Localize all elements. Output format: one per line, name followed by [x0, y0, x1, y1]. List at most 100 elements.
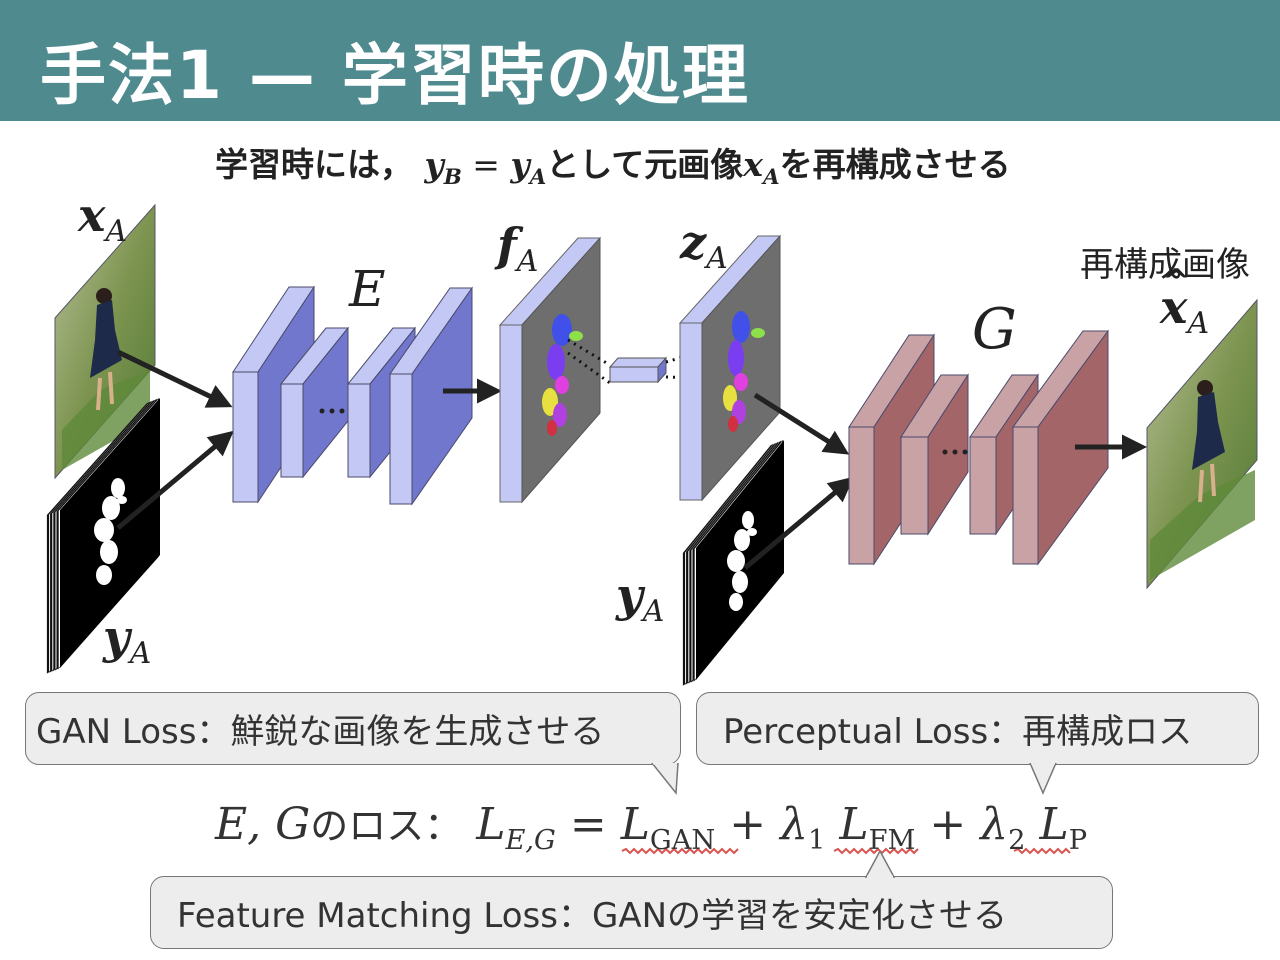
callout-gan-tail	[651, 763, 679, 795]
generator-layer-4	[1012, 329, 1109, 566]
formula-lhs-text: のロス：	[310, 804, 463, 848]
arrow-zA-to-generator	[753, 392, 850, 455]
formula-fm-sub: FM	[868, 825, 916, 857]
mask-silhouette-right	[727, 511, 757, 611]
eq-y2: y	[510, 145, 530, 184]
x-var: x	[743, 145, 763, 184]
output-photo-xA-hat	[1146, 298, 1258, 590]
label-xA-main: x	[78, 188, 106, 242]
label-recon-xA: ^xA	[1160, 262, 1209, 341]
arrow-yA-to-encoder	[116, 430, 234, 530]
generator-dot-2	[952, 449, 958, 455]
dotted-connector-2	[567, 351, 611, 385]
subtitle-prefix: 学習時には，	[215, 145, 413, 184]
generator-layer-3-front	[969, 436, 997, 535]
eq-sub-b: B	[443, 164, 462, 190]
formula-lambda-2: λ	[980, 799, 1009, 850]
feature-blobs-zA	[723, 311, 765, 432]
label-encoder-E: E	[349, 260, 386, 318]
callout-perceptual-text: Perceptual Loss：再構成ロス	[723, 712, 1193, 752]
output-person-figure	[1192, 380, 1225, 503]
label-fA-sub: A	[516, 244, 539, 280]
generator-layer-4-front	[1012, 426, 1039, 565]
mask-silhouette	[94, 478, 127, 585]
generator-G	[848, 329, 1109, 566]
arrow-xA-to-encoder	[116, 349, 233, 408]
underline-gan	[621, 847, 739, 855]
callout-gan-loss: GAN Loss：鮮鋭な画像を生成させる	[25, 692, 681, 765]
callout-fm-loss: Feature Matching Loss：GANの学習を安定化させる	[150, 876, 1113, 949]
encoder-E	[232, 285, 473, 506]
formula-lambda-1: λ	[780, 799, 808, 850]
label-zA: zA	[680, 215, 728, 276]
latent-vector	[608, 356, 668, 384]
feature-map-fA	[498, 236, 602, 504]
label-yA-left-main: y	[103, 610, 130, 664]
feature-map-zA	[678, 234, 782, 502]
label-yA-left-sub: A	[129, 636, 152, 672]
callout-fm-text: Feature Matching Loss：GANの学習を安定化させる	[177, 896, 1008, 936]
subtitle-equation: yB = yA	[424, 145, 547, 190]
formula-lambda-2-sub: 2	[1008, 825, 1026, 857]
eq-y: y	[424, 145, 444, 184]
slide-title: 手法1 — 学習時の処理	[40, 37, 750, 114]
dotted-connector-1	[567, 338, 611, 367]
formula-fm-L: L	[839, 799, 869, 850]
generator-layer-2	[900, 373, 969, 536]
label-yA-right-sub: A	[642, 594, 665, 630]
label-zA-main: z	[680, 215, 707, 269]
formula-p-sub: P	[1068, 825, 1088, 857]
generator-dot-1	[942, 449, 948, 455]
formula-plus-2: +	[915, 799, 981, 850]
encoder-layer-1-front	[232, 371, 259, 503]
arrow-yA-to-generator	[743, 476, 854, 570]
input-photo-xA	[54, 203, 156, 480]
x-sub-a: A	[762, 164, 780, 190]
title-bar: 手法1 — 学習時の処理	[0, 0, 1280, 121]
input-mask-stack-yA	[46, 397, 160, 674]
formula-lhs: E, G	[215, 799, 311, 850]
label-generator-G: G	[972, 297, 1017, 362]
encoder-dot-2	[329, 408, 335, 414]
eq-sub-a: A	[529, 164, 547, 190]
label-fA: fA	[497, 218, 538, 279]
subtitle-x: xA	[743, 145, 779, 190]
encoder-layer-2	[279, 326, 350, 479]
formula-p-L: L	[1039, 799, 1069, 850]
person-figure	[90, 288, 122, 411]
mask-stack-yA-right	[682, 439, 784, 686]
label-yA-left: yA	[103, 610, 151, 671]
formula-equals: =	[555, 799, 621, 850]
generator-dot-3	[962, 449, 968, 455]
encoder-dot-3	[339, 408, 345, 414]
formula-lambda-1-sub: 1	[807, 825, 826, 857]
label-fA-main: f	[497, 218, 517, 272]
generator-layer-1-front	[848, 426, 875, 565]
subtitle-suffix: を再構成させる	[779, 145, 1011, 184]
formula-gan-L: L	[620, 799, 650, 850]
encoder-dot-1	[319, 408, 325, 414]
encoder-layer-4	[389, 286, 473, 506]
callout-perceptual-tail	[1029, 763, 1057, 795]
encoder-layer-3-front	[347, 383, 371, 478]
subtitle-mid: として元画像	[546, 145, 744, 184]
label-zA-sub: A	[706, 241, 728, 277]
feature-blobs-fA	[542, 314, 583, 436]
callout-gan-text: GAN Loss：鮮鋭な画像を生成させる	[36, 712, 605, 752]
recon-hat: ^	[1162, 262, 1191, 302]
underline-fm	[833, 847, 919, 855]
encoder-layer-2-front	[280, 383, 304, 478]
callout-perceptual-loss: Perceptual Loss：再構成ロス	[696, 692, 1259, 765]
label-xA-sub: A	[105, 214, 128, 250]
label-yA-right-main: y	[616, 568, 643, 622]
formula-gan-sub: GAN	[649, 825, 716, 857]
loss-formula: E, Gのロス： LE,G = LGAN + λ1 LFM + λ2 LP	[215, 795, 1087, 856]
callout-fm-tail	[864, 851, 896, 878]
formula-L-sub: E,G	[505, 825, 556, 857]
eq-equals: =	[461, 145, 511, 184]
formula-plus-1: +	[715, 799, 781, 850]
label-recon-main: x	[1160, 280, 1188, 334]
formula-L: L	[476, 799, 506, 850]
slide-subtitle: 学習時には， yB = yAとして元画像xAを再構成させる	[215, 138, 1011, 190]
